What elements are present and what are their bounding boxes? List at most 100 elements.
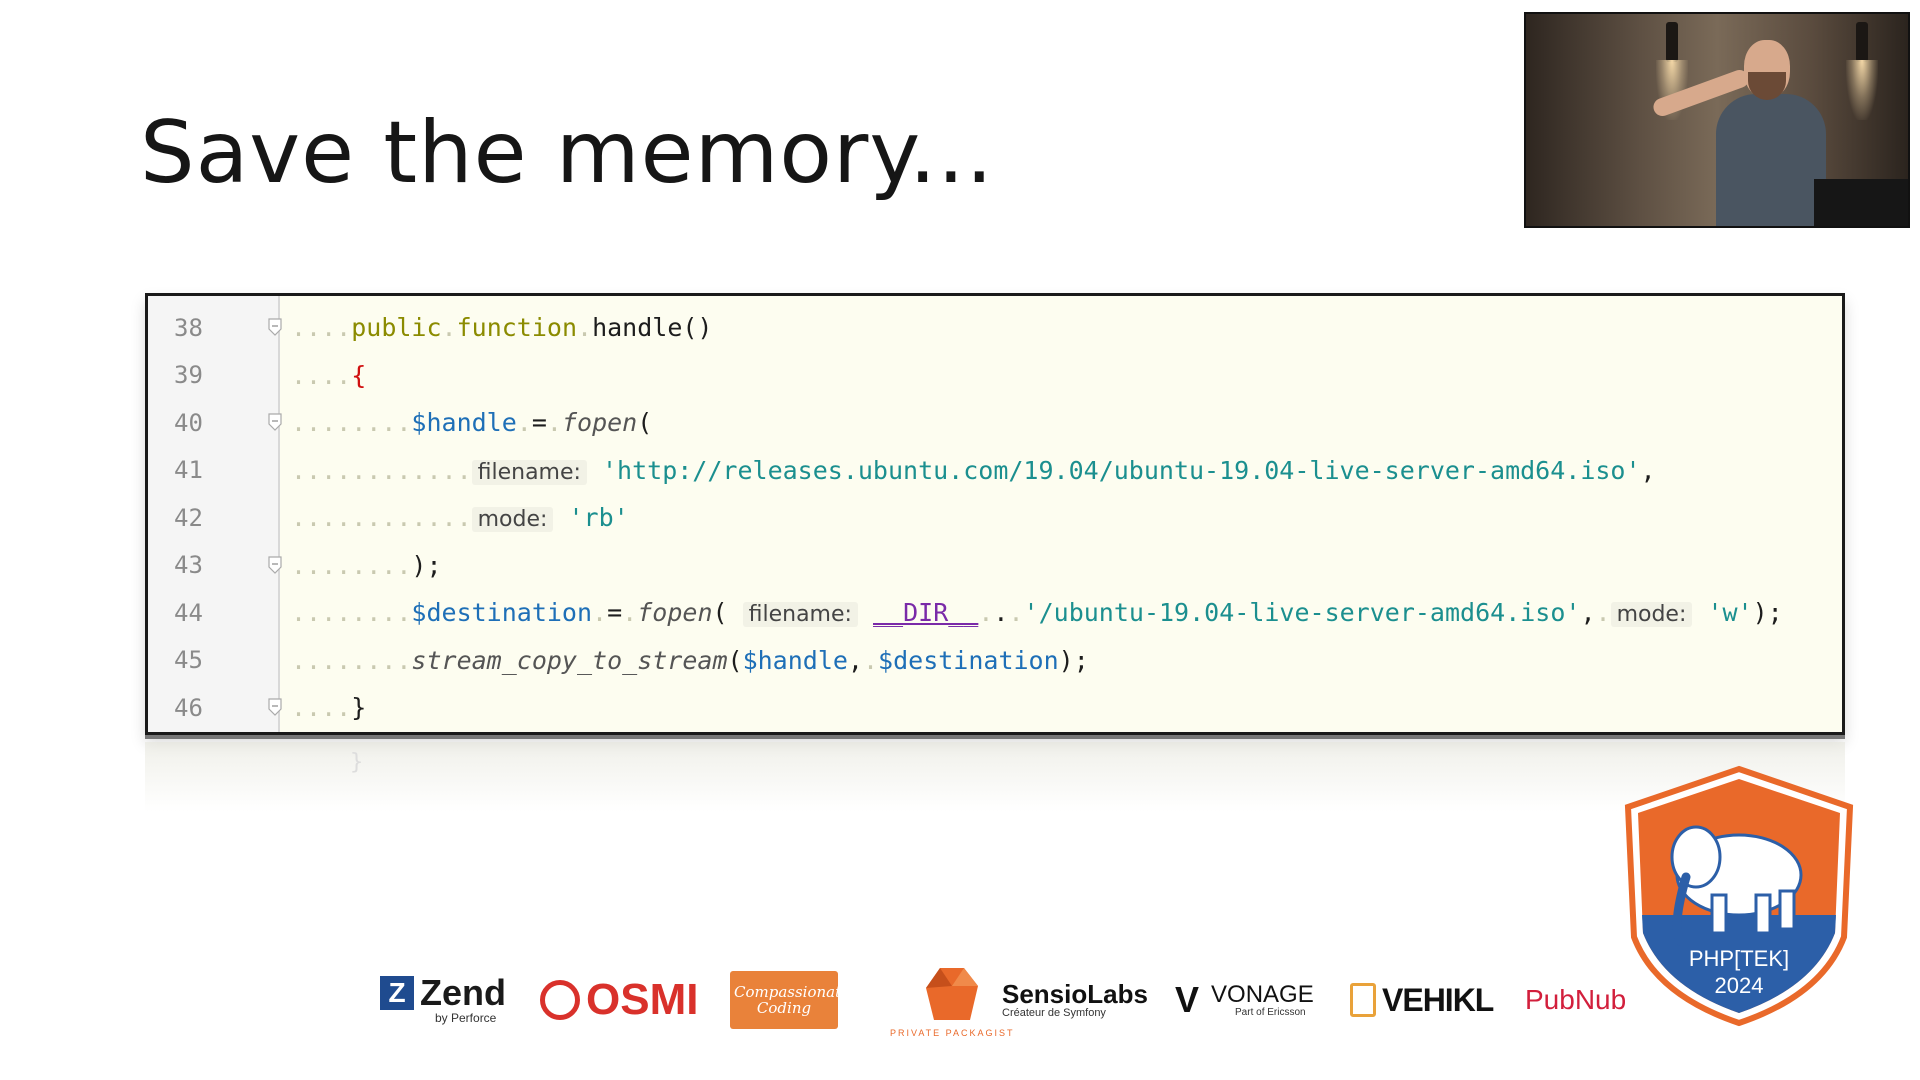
vehikl-shield-icon xyxy=(1350,983,1376,1017)
code-token: $handle xyxy=(411,408,517,437)
code-token: . xyxy=(577,313,593,342)
sponsor-name: SensioLabs xyxy=(1002,979,1148,1009)
code-token: , xyxy=(1640,455,1656,485)
code-token: } xyxy=(351,693,367,722)
code-line: 45 ........stream_copy_to_stream($handle,… xyxy=(148,637,1842,684)
code-text: ........$destination.=.fopen( filename: … xyxy=(291,598,1783,627)
code-token: $destination xyxy=(878,645,1059,675)
code-token: 'http://releases.ubuntu.com/19.04/ubuntu… xyxy=(602,455,1641,485)
fold-marker-icon[interactable] xyxy=(268,698,282,716)
code-line: 43........); xyxy=(148,542,1842,589)
code-token xyxy=(728,598,743,627)
code-token: ( xyxy=(712,598,728,627)
code-token xyxy=(553,503,568,532)
code-token: $handle xyxy=(742,645,848,675)
fold-marker-icon[interactable] xyxy=(268,318,282,336)
code-token: 'w' xyxy=(1707,598,1753,627)
sponsor-compassionate-coding[interactable]: Compassionate Coding xyxy=(730,950,851,1050)
code-line: 39 ....{ xyxy=(148,352,1842,399)
code-text: ....} xyxy=(291,693,366,722)
sponsor-sub: Part of Ericsson xyxy=(1235,1006,1306,1018)
indent-dots: .... xyxy=(291,693,352,722)
fold-marker-icon[interactable] xyxy=(268,413,282,431)
line-number: 40 xyxy=(174,408,203,437)
code-token: . xyxy=(978,598,994,627)
code-line: 46....} xyxy=(148,684,1842,731)
code-token: ); xyxy=(1752,598,1783,627)
badge-year: 2024 xyxy=(1715,973,1764,998)
code-line: 38 ....public.function.handle() xyxy=(148,304,1842,351)
code-line: 41............filename: 'http://releases… xyxy=(148,447,1842,494)
sponsor-sub: PRIVATE PACKAGIST xyxy=(890,1028,1015,1038)
code-token: = xyxy=(531,408,547,437)
code-token: filename: xyxy=(471,459,587,485)
code-token: , xyxy=(1580,598,1596,627)
code-token xyxy=(1692,598,1707,627)
sponsor-vehikl[interactable]: VEHIKL xyxy=(1350,950,1494,1050)
speaker-body xyxy=(1716,94,1826,226)
speaker-webcam xyxy=(1524,12,1910,228)
sponsor-sub: Créateur de Symfony xyxy=(1002,1007,1106,1019)
line-number: 45 xyxy=(174,646,203,674)
sponsor-vonage[interactable]: V VONAGE Part of Ericsson xyxy=(1175,950,1314,1050)
code-token: mode: xyxy=(471,507,554,532)
code-token: . xyxy=(516,408,532,437)
code-line: 44........$destination.=.fopen( filename… xyxy=(148,589,1842,636)
osmi-gear-icon xyxy=(540,980,580,1020)
line-number: 38 xyxy=(174,313,203,342)
sponsor-sensiolabs[interactable]: SensioLabs Créateur de Symfony xyxy=(1002,950,1148,1050)
code-token: ( xyxy=(727,645,743,675)
code-text: ....{ xyxy=(291,361,366,390)
badge-title: PHP[TEK] xyxy=(1689,946,1789,971)
fold-marker-icon[interactable] xyxy=(268,555,282,574)
line-number: 39 xyxy=(174,361,203,389)
line-number-gutter xyxy=(148,296,280,732)
vonage-v-icon: V xyxy=(1175,979,1200,1020)
sponsor-name: PubNub xyxy=(1525,984,1627,1015)
code-token: fopen xyxy=(637,598,713,627)
indent-dots: ............ xyxy=(291,503,472,532)
sponsor-private-packagist[interactable]: PRIVATE PACKAGIST xyxy=(890,950,1015,1050)
code-reflection xyxy=(145,742,1845,812)
line-number: 42 xyxy=(174,503,203,532)
code-token: . xyxy=(592,598,608,627)
sponsor-name: VONAGE xyxy=(1211,980,1314,1008)
sponsor-strip: Z Zend by Perforce OSMI Compassionate Co… xyxy=(380,950,1630,1050)
wall-lamp-right xyxy=(1846,22,1878,120)
code-token: ); xyxy=(411,550,442,580)
slide-title: Save the memory... xyxy=(140,103,994,203)
code-token xyxy=(858,598,873,627)
code-token: . xyxy=(862,645,879,675)
code-token: __DIR__ xyxy=(873,598,979,627)
code-token: mode: xyxy=(1610,602,1693,627)
code-editor-panel: 38 ....public.function.handle() 39 ....{ 40.… xyxy=(145,293,1845,735)
code-text: ........stream_copy_to_stream($handle,.$… xyxy=(291,646,1089,675)
sponsor-name: VEHIKL xyxy=(1382,982,1494,1018)
reflection-brace: } xyxy=(350,750,364,775)
indent-dots: .... xyxy=(291,313,352,342)
zend-z-icon: Z xyxy=(380,976,414,1010)
code-token: . xyxy=(1595,598,1611,627)
code-text: ............mode: 'rb' xyxy=(291,503,629,532)
sponsor-sub: by Perforce xyxy=(435,1011,497,1025)
sponsor-pubnub[interactable]: PubNub xyxy=(1525,950,1626,1050)
code-token: ); xyxy=(1058,645,1089,675)
indent-dots: ........ xyxy=(291,645,412,675)
phptek-badge-logo: PHP[TEK] 2024 xyxy=(1624,765,1854,1027)
indent-dots: ........ xyxy=(291,550,412,580)
code-line: 40........$handle.=.fopen( xyxy=(148,399,1842,446)
wall-lamp-left xyxy=(1656,22,1688,120)
code-token: . xyxy=(993,598,1009,627)
packagist-elephant-icon xyxy=(926,968,979,1020)
code-token: handle() xyxy=(592,313,713,342)
sponsor-osmi[interactable]: OSMI xyxy=(540,950,698,1050)
code-token: . xyxy=(546,408,562,437)
code-text: ........); xyxy=(291,551,442,580)
indent-dots: ........ xyxy=(291,408,412,437)
code-text: ....public.function.handle() xyxy=(291,313,713,342)
sponsor-zend[interactable]: Z Zend by Perforce xyxy=(380,950,506,1050)
sponsor-name: Compassionate Coding xyxy=(734,982,851,1017)
code-token: '/ubuntu-19.04-live-server-amd64.iso' xyxy=(1023,598,1581,627)
sponsor-name: OSMI xyxy=(586,975,699,1024)
indent-dots: ............ xyxy=(291,455,472,485)
